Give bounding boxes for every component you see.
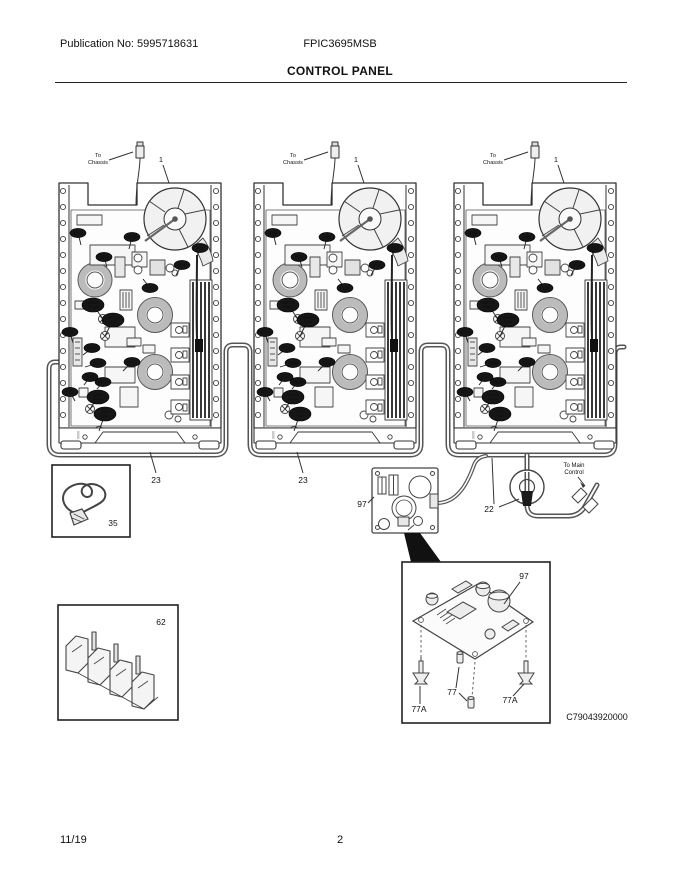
pcb-feed-wire bbox=[435, 454, 488, 505]
footer-page-number: 2 bbox=[336, 834, 344, 846]
generator-board-left bbox=[59, 142, 221, 449]
model-number: FPIC3695MSB bbox=[303, 38, 377, 50]
generator-board-middle bbox=[254, 142, 416, 449]
to-main-control-arrow bbox=[577, 476, 586, 488]
page-title: CONTROL PANEL bbox=[286, 64, 394, 78]
pcb-detail-box: 97 77A 77A 77 bbox=[401, 561, 551, 724]
callout-97: 97 bbox=[357, 499, 367, 509]
standoff-right bbox=[517, 660, 535, 685]
detail-pointer-arrow bbox=[404, 533, 441, 562]
pcb-isometric-drawing bbox=[411, 580, 535, 709]
footer-date: 11/19 bbox=[60, 834, 87, 846]
callout-62: 62 bbox=[156, 617, 166, 627]
callout-77: 77 bbox=[447, 687, 457, 697]
callout-23-middle: 23 bbox=[298, 475, 308, 485]
callout-23-left: 23 bbox=[151, 475, 161, 485]
callout-77a-left: 77A bbox=[411, 704, 426, 714]
clip-box: 35 bbox=[51, 464, 131, 538]
callout-22: 22 bbox=[484, 504, 494, 514]
publication-number: Publication No: 5995718631 bbox=[60, 38, 199, 50]
main-control-connector bbox=[571, 487, 599, 514]
callout-97-detail: 97 bbox=[519, 571, 529, 581]
wire-holder-drawing bbox=[65, 631, 159, 710]
bracket-box: 62 bbox=[57, 604, 179, 721]
document-number: C79043920000 bbox=[566, 712, 628, 722]
filter-pcb bbox=[371, 467, 439, 534]
callout-35: 35 bbox=[108, 518, 118, 528]
standoff-left bbox=[412, 657, 430, 685]
to-main-control-label-line1: To Main bbox=[563, 463, 584, 469]
wire-harness-23 bbox=[46, 342, 627, 458]
spacer-pins bbox=[456, 651, 475, 709]
main-control-harness bbox=[524, 452, 600, 519]
to-main-control-label-line2: Control bbox=[564, 470, 583, 476]
ferrite-ring bbox=[509, 469, 545, 506]
header-rule bbox=[55, 82, 627, 83]
callout-77a-right: 77A bbox=[502, 695, 517, 705]
generator-board-right bbox=[454, 142, 616, 449]
wire-clip-drawing bbox=[62, 482, 107, 526]
